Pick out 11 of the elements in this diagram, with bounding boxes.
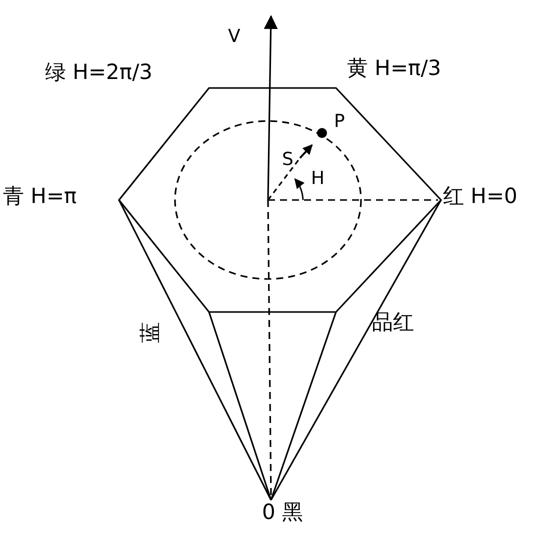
axis-label: V <box>228 28 240 46</box>
color-label: 黄 H=π/3 <box>347 58 442 79</box>
hue-label: H <box>311 170 325 188</box>
color-label: 青 H=π <box>3 186 77 207</box>
color-label: 0 黑 <box>262 502 304 523</box>
color-label: 红 H=0 <box>443 186 518 207</box>
color-label: 品红 <box>372 312 414 333</box>
color-label: 绿 H=2π/3 <box>45 62 153 83</box>
color-label: 蓝 <box>140 322 161 343</box>
saturation-label: S <box>282 151 294 169</box>
point-label: P <box>334 113 345 131</box>
